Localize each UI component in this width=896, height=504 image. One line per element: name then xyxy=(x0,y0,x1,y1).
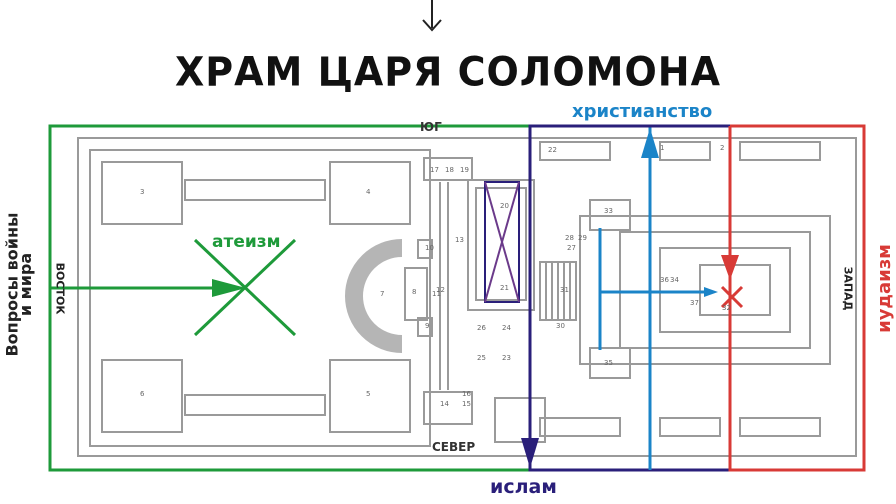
room-number: 6 xyxy=(140,390,145,398)
room-number: 21 xyxy=(500,284,509,292)
room-number: 14 xyxy=(440,400,449,408)
room-number: 7 xyxy=(380,290,384,298)
north-label: СЕВЕР xyxy=(432,440,476,454)
atheism-cross xyxy=(50,238,297,337)
room-number: 17 xyxy=(430,166,439,174)
room-number: 19 xyxy=(460,166,469,174)
room-number: 3 xyxy=(140,188,144,196)
room-number: 9 xyxy=(425,322,429,330)
room-number: 35 xyxy=(604,359,613,367)
room-number: 37 xyxy=(690,299,699,307)
room-number: 20 xyxy=(500,202,509,210)
room-number: 8 xyxy=(412,288,416,296)
east-label: ВОСТОК xyxy=(53,262,67,315)
room-number: 25 xyxy=(477,354,486,362)
judaism-cross xyxy=(720,285,744,309)
room-number: 12 xyxy=(436,286,445,294)
room-number: 13 xyxy=(455,236,464,244)
room-number: 24 xyxy=(502,324,511,332)
islam-label: ислам xyxy=(490,476,557,498)
room-number: 34 xyxy=(670,276,679,284)
atheism-label: атеизм xyxy=(212,232,281,252)
room-number: 16 xyxy=(462,390,471,398)
room-number: 30 xyxy=(556,322,565,330)
room-number: 4 xyxy=(366,188,371,196)
room-number: 32 xyxy=(722,304,731,312)
top-down-arrow-icon xyxy=(422,0,442,32)
blue-arrowhead-icon xyxy=(704,287,718,297)
room-number: 31 xyxy=(560,286,569,294)
christianity-arrowhead-icon xyxy=(641,128,659,158)
room-number: 1 xyxy=(660,144,664,152)
christianity-label: христианство xyxy=(572,101,713,122)
green-frame xyxy=(48,124,532,472)
page-title: ХРАМ ЦАРЯ СОЛОМОНА xyxy=(175,48,721,96)
south-label: ЮГ xyxy=(420,120,442,134)
room-number: 18 xyxy=(445,166,454,174)
room-number: 28 xyxy=(565,234,574,242)
room-number: 29 xyxy=(578,234,587,242)
room-number: 36 xyxy=(660,276,669,284)
islam-arrowhead-icon xyxy=(521,438,539,468)
room-number: 23 xyxy=(502,354,511,362)
room-number: 10 xyxy=(425,244,434,252)
green-arrowhead-icon xyxy=(212,279,246,297)
room-number: 22 xyxy=(548,146,557,154)
inner-court-cross xyxy=(484,181,520,303)
west-label: ЗАПАД xyxy=(841,266,855,311)
room-number: 11 xyxy=(432,290,441,298)
room-number: 33 xyxy=(604,207,613,215)
room-number: 5 xyxy=(366,390,370,398)
christian-cross xyxy=(598,228,712,350)
room-number: 27 xyxy=(567,244,576,252)
room-number: 26 xyxy=(477,324,486,332)
judaism-arrowhead-icon xyxy=(721,255,739,280)
judaism-label: иудаизм xyxy=(873,244,895,333)
side-question-line2: и мира xyxy=(16,252,36,317)
floor-plan xyxy=(77,137,857,457)
room-number: 15 xyxy=(462,400,471,408)
room-number: 2 xyxy=(720,144,724,152)
